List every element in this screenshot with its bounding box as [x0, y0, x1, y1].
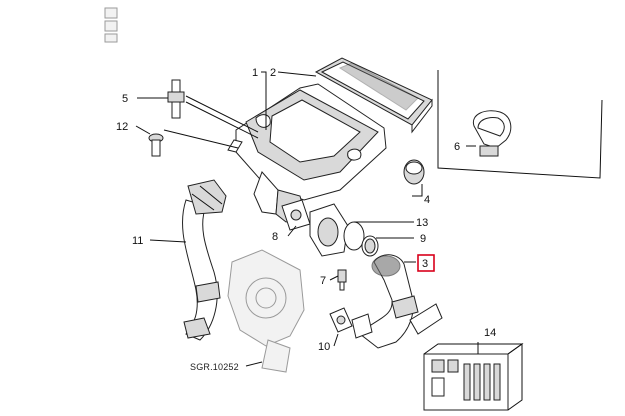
part-12-screw [148, 129, 239, 157]
part-14-kit-box [423, 343, 524, 411]
part-6-frame [437, 70, 603, 179]
callout-9[interactable]: 9 [420, 233, 426, 245]
callout-8[interactable]: 8 [272, 231, 278, 243]
callout-11[interactable]: 11 [132, 235, 143, 247]
callout-7[interactable]: 7 [320, 275, 326, 287]
part-10-flange [329, 307, 353, 333]
part-3-outlet-hose [351, 254, 443, 349]
callout-13[interactable]: 13 [416, 217, 428, 229]
callout-4[interactable]: 4 [424, 194, 430, 206]
part-9-clamp [361, 235, 379, 257]
callout-12[interactable]: 12 [116, 121, 128, 133]
part-13-throttle-body [309, 203, 365, 257]
part-1-air-cleaner-housing [227, 83, 387, 223]
part-6-bracket [472, 110, 512, 157]
callout-10[interactable]: 10 [318, 341, 330, 353]
watermark-logo [104, 7, 118, 43]
callout-2[interactable]: 2 [270, 67, 276, 79]
callout-14[interactable]: 14 [484, 327, 496, 339]
callout-5[interactable]: 5 [122, 93, 128, 105]
part-2-filter-cover [314, 57, 433, 134]
part-11-intake-hose [182, 179, 227, 341]
part-4-grommet [403, 159, 425, 185]
part-8-flange [281, 199, 311, 231]
callout-3-boxed[interactable]: 3 [422, 258, 428, 270]
callout-3-highlight-box [417, 254, 435, 272]
part-5-valve [167, 79, 259, 139]
part-7-bolt [337, 269, 347, 291]
engine-turbo-faint [227, 249, 305, 373]
callout-6[interactable]: 6 [454, 141, 460, 153]
reference-code: SGR.10252 [190, 362, 239, 372]
callout-1[interactable]: 1 [252, 67, 258, 79]
leader-lines [135, 71, 479, 367]
